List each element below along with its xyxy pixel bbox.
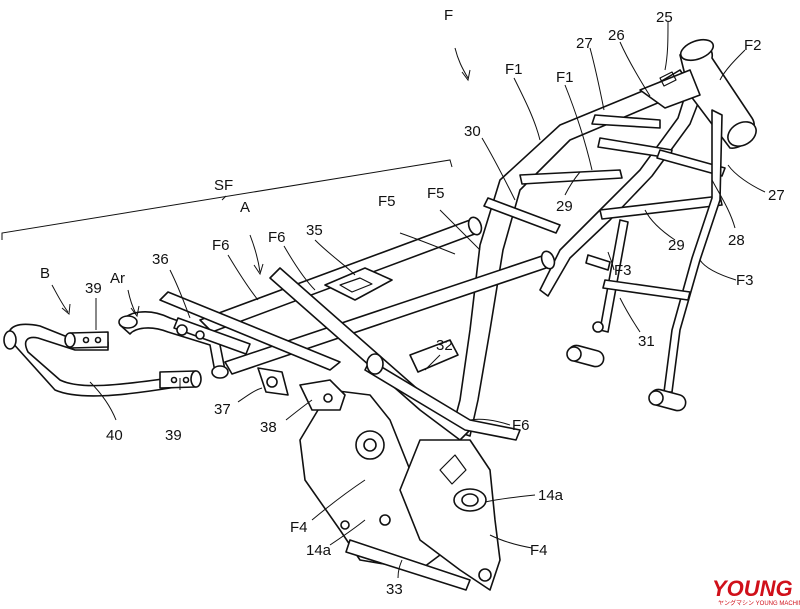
label-F3-a: F3: [614, 262, 632, 279]
label-F3-b: F3: [736, 272, 754, 289]
label-n28: 28: [728, 232, 745, 249]
label-SF: SF: [214, 177, 233, 194]
label-F6-c: F6: [512, 417, 530, 434]
label-n14a-left: 14a: [306, 542, 332, 559]
label-n39-top: 39: [85, 280, 102, 297]
label-F4-right: F4: [530, 542, 548, 559]
label-F5-b: F5: [427, 185, 445, 202]
label-n33: 33: [386, 581, 403, 598]
cross-member-31: [603, 280, 690, 300]
label-F5-a: F5: [378, 193, 396, 210]
label-F1-a: F1: [505, 61, 523, 78]
label-n31: 31: [638, 333, 655, 350]
engine-mount-left: [567, 322, 606, 368]
rear-grab-rail: [4, 324, 201, 396]
young-machine-logo: YOUNG ヤングマシン YOUNG MACHINE: [712, 576, 800, 607]
label-n25: 25: [656, 9, 673, 26]
label-n32: 32: [436, 337, 453, 354]
label-F2: F2: [744, 37, 762, 54]
label-Ar: Ar: [110, 270, 125, 287]
label-F6-b: F6: [268, 229, 286, 246]
label-n40: 40: [106, 427, 123, 444]
label-n29-b: 29: [668, 237, 685, 254]
label-F4-left: F4: [290, 519, 308, 536]
label-F6-a: F6: [212, 237, 230, 254]
label-B: B: [40, 265, 50, 282]
label-n35: 35: [306, 222, 323, 239]
label-F1-b: F1: [556, 69, 574, 86]
logo-subtext: ヤングマシン YOUNG MACHINE: [718, 599, 800, 607]
bracket-38: [300, 380, 345, 410]
label-A: A: [240, 199, 250, 216]
label-n37: 37: [214, 401, 231, 418]
logo-text: YOUNG: [712, 576, 793, 601]
label-n29-a: 29: [556, 198, 573, 215]
label-n27-top: 27: [576, 35, 593, 52]
label-n39-bottom: 39: [165, 427, 182, 444]
engine-mount-right: [649, 388, 688, 413]
label-F: F: [444, 7, 453, 24]
label-n26: 26: [608, 27, 625, 44]
label-n27-right: 27: [768, 187, 785, 204]
label-n30: 30: [464, 123, 481, 140]
label-n14a-right: 14a: [538, 487, 564, 504]
label-n38: 38: [260, 419, 277, 436]
cross-member-lower-f3: [586, 255, 610, 270]
arrow-F: [455, 48, 468, 78]
arrow-Ar: [128, 290, 136, 314]
label-n36: 36: [152, 251, 169, 268]
arrow-B: [52, 285, 68, 312]
f5-upper-rail: [200, 220, 480, 332]
